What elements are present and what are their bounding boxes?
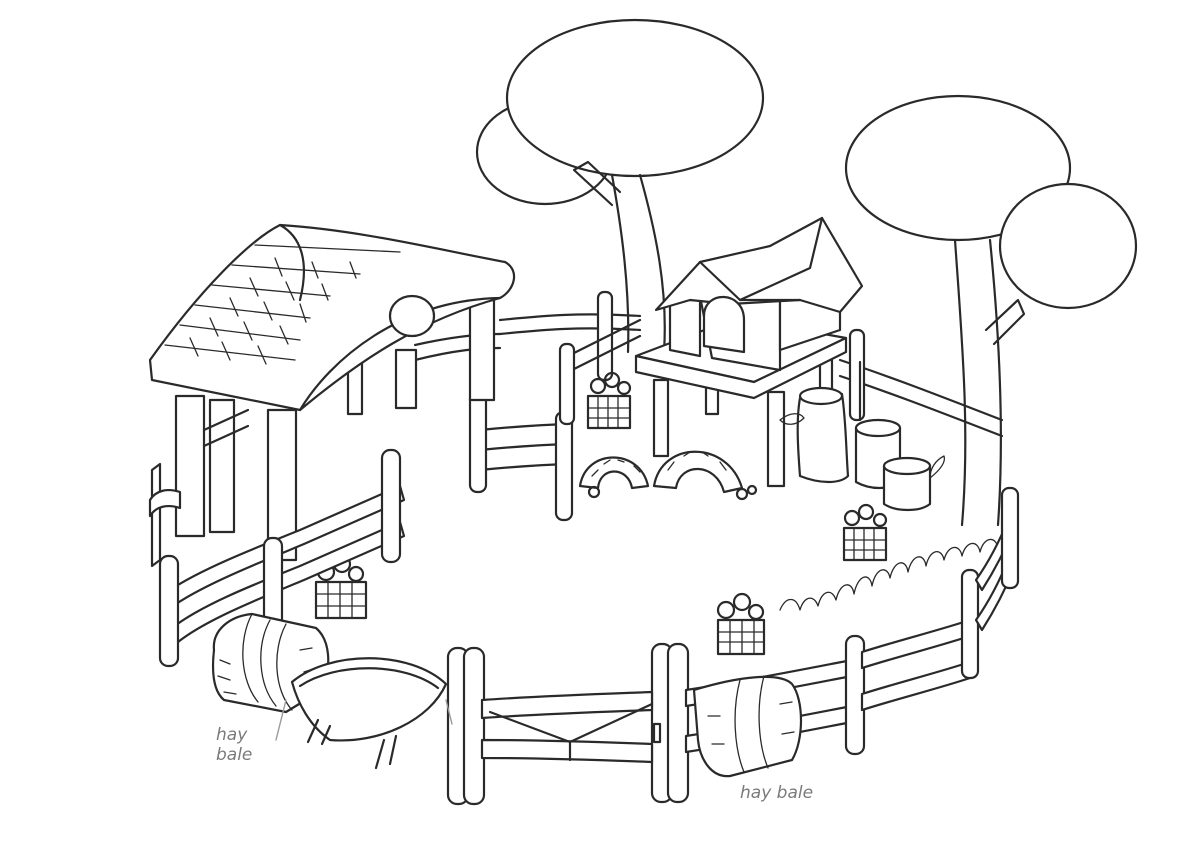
chicken-coop — [634, 216, 864, 488]
feeding-trough — [275, 657, 453, 770]
hay-bale-annotation-left: hay bale — [216, 725, 253, 765]
left-tree — [475, 18, 765, 354]
hay-bale-annotation-right: hay bale — [740, 783, 814, 803]
barn-shelter — [148, 223, 516, 562]
tree-stumps — [779, 386, 946, 512]
scalloped-edging — [779, 538, 999, 611]
outer-fence — [148, 448, 1020, 806]
right-tree — [844, 94, 1138, 527]
hay-bale-right — [692, 675, 803, 778]
tire-tunnels — [578, 450, 758, 501]
inner-pen-fence — [468, 318, 642, 522]
